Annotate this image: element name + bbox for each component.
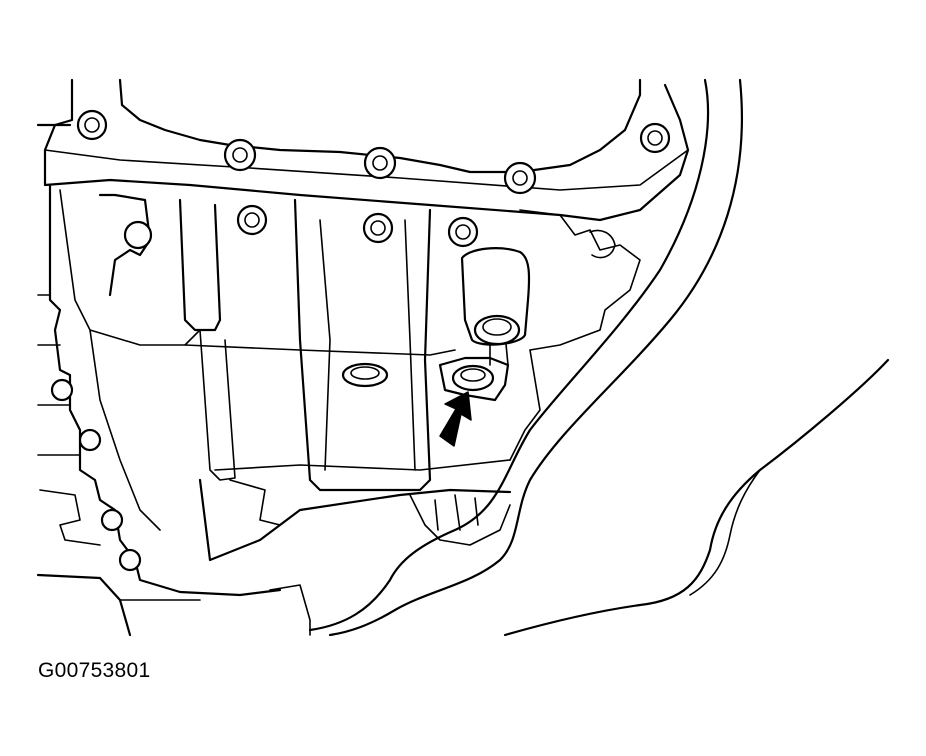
figure-id-label: G00753801 [38, 659, 151, 682]
arrow-up-right-icon [439, 391, 472, 447]
oil-pan-body [184, 198, 641, 562]
drain-plug-boss [438, 247, 531, 402]
transmission-housing [36, 123, 311, 637]
flange-bolts [76, 109, 671, 248]
center-plug [341, 362, 389, 388]
vehicle-body-outline [308, 78, 890, 637]
oil-pan-flange [43, 78, 690, 222]
